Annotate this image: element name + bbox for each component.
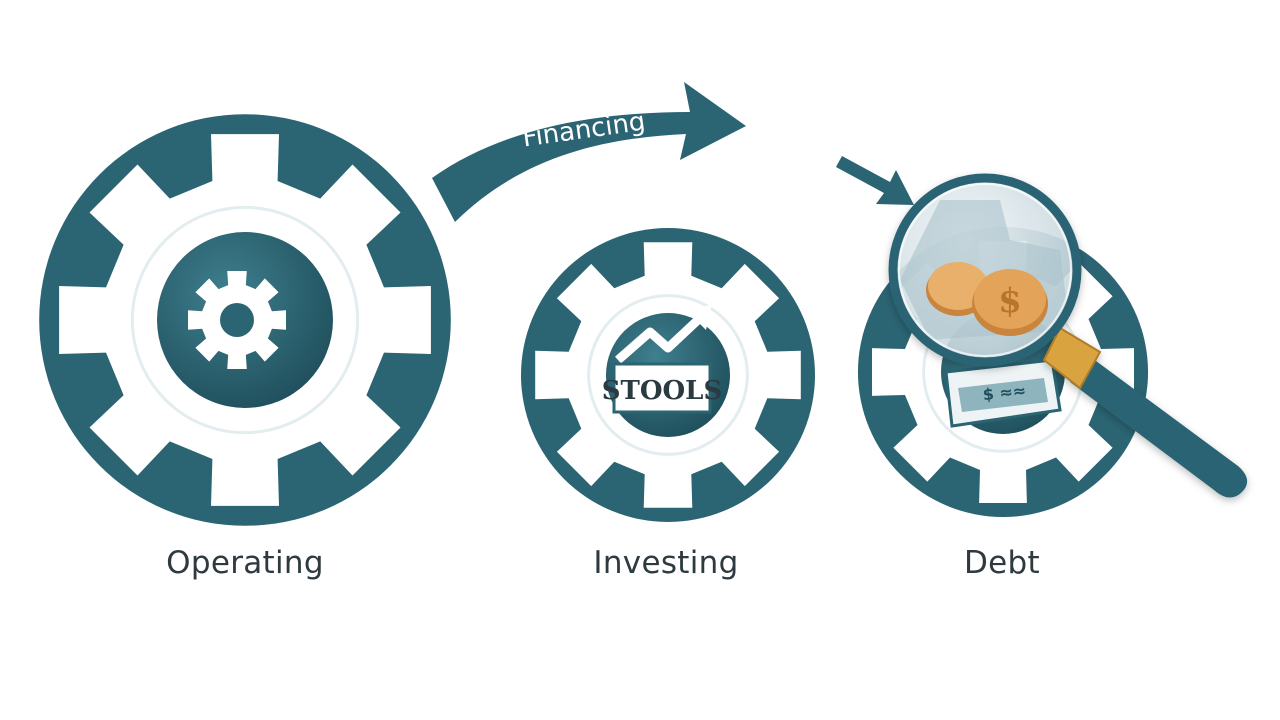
operating-label: Operating: [166, 545, 324, 581]
financing-arrow: Financing: [432, 82, 746, 222]
stocks-sign: [612, 362, 712, 414]
trend-arrowhead: [688, 304, 712, 330]
debt-label: Debt: [964, 545, 1040, 581]
magnifier-rim-highlight: [898, 183, 1072, 357]
banknote-marks: $ ≈≈: [982, 381, 1027, 404]
pointer-arrow-shape: [836, 156, 914, 205]
magnifying-glass-icon: $: [888, 173, 1248, 498]
trend-line: [615, 314, 704, 364]
arrow-body: [432, 82, 746, 222]
pointer-arrow: [836, 156, 914, 205]
coins-icon: $: [926, 262, 1048, 336]
investing-label: Investing: [593, 545, 739, 581]
coin-front-face: [974, 269, 1046, 329]
dollar-sign: $: [998, 281, 1022, 321]
magnifier-collar: [1042, 326, 1102, 390]
magnifier-rim: [888, 173, 1082, 367]
stocks-sign-text: STOOLS: [602, 376, 722, 406]
gear-icon: [188, 271, 286, 369]
gear-icon-hole: [220, 303, 254, 337]
banknote-icon: $ ≈≈: [944, 358, 1062, 428]
magnifier-handle: [1070, 358, 1248, 498]
stocks-chart-icon: STOOLS: [602, 304, 722, 414]
banknote-band: [958, 378, 1048, 412]
